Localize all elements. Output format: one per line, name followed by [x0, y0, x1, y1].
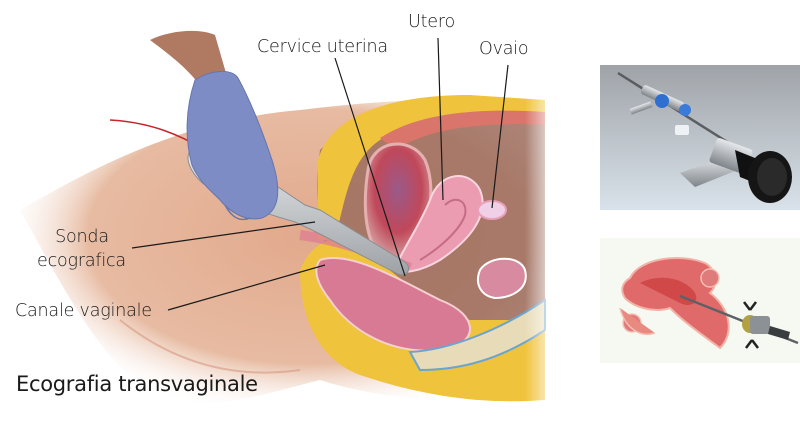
- leader-uterus: [437, 37, 444, 201]
- transvaginal-ultrasound-illustration: [20, 30, 560, 422]
- label-uterus: Utero: [408, 12, 455, 32]
- fat-layer-upper: [318, 95, 545, 240]
- label-probe-line1: Sonda: [55, 227, 109, 247]
- leader-lines: [131, 37, 509, 311]
- hysteroscopy-svg: [600, 238, 800, 363]
- leader-cervix: [334, 57, 406, 277]
- gloved-hand: [186, 71, 279, 220]
- leader-probe: [131, 221, 316, 249]
- figure-caption: Ecografia transvaginale: [16, 372, 258, 396]
- label-vaginal-canal: Canale vaginale: [15, 301, 152, 321]
- leader-vaginal-canal: [167, 264, 326, 311]
- leader-ovary: [491, 64, 509, 209]
- label-probe-line2: ecografica: [37, 251, 126, 271]
- anatomy-svg: [20, 30, 560, 422]
- label-ovary: Ovaio: [479, 39, 529, 59]
- hysteroscope-svg: [600, 65, 800, 210]
- label-cervix: Cervice uterina: [257, 37, 388, 57]
- hysteroscope-photo: [600, 65, 800, 210]
- hysteroscopy-drawing: [600, 238, 800, 363]
